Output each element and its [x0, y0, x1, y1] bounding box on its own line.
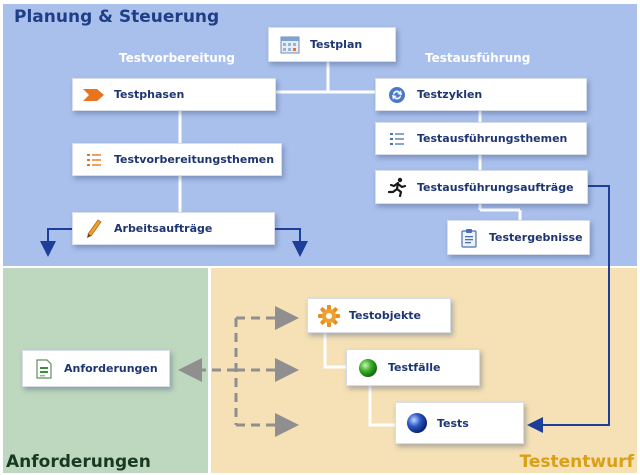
calendar-icon	[279, 34, 301, 56]
node-label: Testergebnisse	[489, 231, 583, 244]
arrow-to-tests	[527, 185, 610, 433]
node-tests[interactable]: Tests	[395, 402, 524, 444]
node-testphasen[interactable]: Testphasen	[72, 78, 276, 111]
phase-arrow-icon	[83, 84, 105, 106]
node-label: Testobjekte	[349, 309, 422, 322]
zone-title-requirements: Anforderungen	[6, 452, 151, 472]
node-testergebnisse[interactable]: Testergebnisse	[447, 220, 590, 255]
list-icon	[386, 128, 408, 150]
refresh-cycle-icon	[386, 84, 408, 106]
zone-title-design: Testentwurf	[519, 452, 634, 472]
node-label: Testvorbereitungsthemen	[114, 153, 275, 166]
node-label: Arbeitsaufträge	[114, 222, 213, 235]
node-testausfuehrungsauftraege[interactable]: Testausführungsaufträge	[375, 170, 588, 204]
node-label: Testzyklen	[417, 88, 483, 101]
node-testplan[interactable]: Testplan	[268, 27, 396, 62]
subtitle-preparation: Testvorbereitung	[119, 51, 235, 65]
subtitle-execution: Testausführung	[425, 51, 531, 65]
node-testobjekte[interactable]: Testobjekte	[307, 298, 451, 333]
node-label: Tests	[437, 416, 469, 430]
pencil-icon	[83, 218, 105, 240]
requirements-document-icon	[33, 358, 55, 380]
arrow-to-requirements	[40, 228, 72, 257]
node-label: Testplan	[310, 38, 363, 51]
node-label: Anforderungen	[64, 362, 158, 375]
link-testfaelle-tests	[368, 386, 395, 427]
arrow-to-design	[275, 228, 308, 257]
link-testobjekte-testfaelle	[323, 333, 346, 369]
node-label: Testausführungsaufträge	[417, 180, 574, 194]
zone-title-planning: Planung & Steuerung	[14, 7, 220, 27]
node-label: Testfälle	[388, 361, 441, 374]
clipboard-icon	[458, 227, 480, 249]
gear-icon	[318, 304, 340, 327]
list-icon	[83, 149, 105, 171]
node-testvorbereitungsthemen[interactable]: Testvorbereitungsthemen	[72, 143, 282, 176]
node-arbeitsauftraege[interactable]: Arbeitsaufträge	[72, 212, 275, 245]
running-person-icon	[386, 176, 408, 198]
node-anforderungen[interactable]: Anforderungen	[22, 350, 170, 387]
node-testausfuehrungsthemen[interactable]: Testausführungsthemen	[375, 122, 587, 155]
node-label: Testphasen	[114, 88, 185, 101]
node-testfaelle[interactable]: Testfälle	[346, 349, 480, 386]
node-label: Testausführungsthemen	[417, 132, 568, 145]
green-sphere-icon	[357, 357, 379, 379]
node-testzyklen[interactable]: Testzyklen	[375, 78, 587, 111]
blue-sphere-icon	[406, 412, 428, 434]
